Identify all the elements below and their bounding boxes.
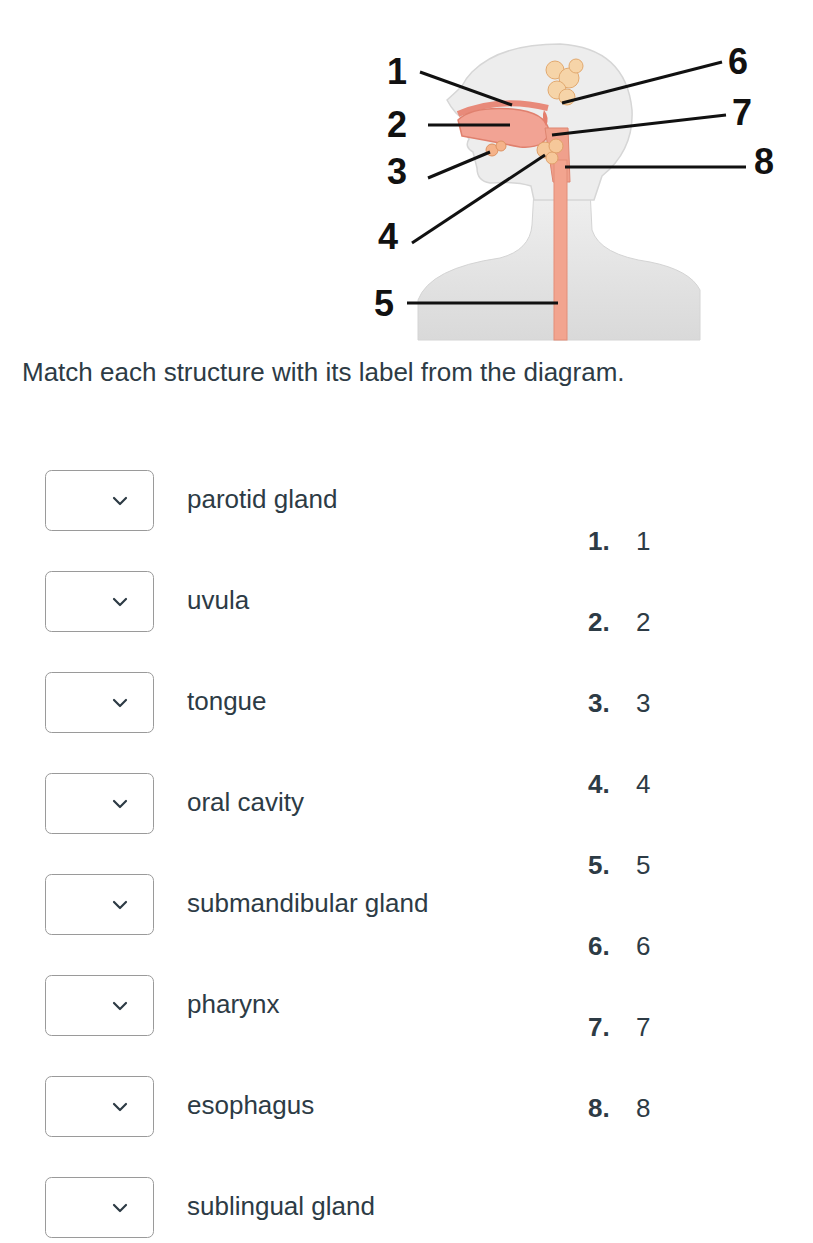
leader-line — [428, 152, 490, 178]
option-label: 5 — [636, 850, 650, 881]
structure-name: oral cavity — [187, 787, 304, 818]
chevron-icon — [114, 902, 126, 908]
leader-line — [407, 302, 558, 305]
leader-line — [412, 155, 545, 243]
structure-name: sublingual gland — [187, 1191, 375, 1222]
option-marker: 8. — [588, 1093, 610, 1124]
dropdown-box — [46, 572, 154, 632]
dropdown-box — [46, 471, 154, 531]
callout-number: 5 — [374, 282, 394, 325]
chevron-icon — [114, 1104, 126, 1110]
callout-number: 6 — [728, 40, 748, 83]
leader-line — [428, 124, 510, 127]
chevron-icon — [114, 801, 126, 807]
head-silhouette — [447, 44, 632, 200]
option-label: 8 — [636, 1093, 650, 1124]
structure-name: tongue — [187, 686, 267, 717]
dropdown-box — [46, 1178, 154, 1238]
callout-number: 4 — [378, 215, 398, 258]
question-prompt: Match each structure with its label from… — [22, 357, 625, 388]
dropdown-box — [46, 774, 154, 834]
option-label: 7 — [636, 1012, 650, 1043]
option-label: 3 — [636, 688, 650, 719]
dropdown-box — [46, 1077, 154, 1137]
esophagus-shape — [554, 160, 567, 340]
chevron-icon — [114, 700, 126, 706]
submandibular-lobule — [549, 139, 563, 153]
structure-name: pharynx — [187, 989, 280, 1020]
leader-line — [552, 115, 726, 135]
chevron-icon — [114, 599, 126, 605]
uvula-shape — [543, 110, 548, 126]
option-marker: 1. — [588, 526, 610, 557]
submandibular-lobule — [546, 152, 558, 164]
callout-number: 2 — [387, 103, 407, 146]
callout-number: 7 — [732, 91, 752, 134]
structure-name: esophagus — [187, 1090, 314, 1121]
option-marker: 5. — [588, 850, 610, 881]
chevron-icon — [114, 1205, 126, 1211]
sublingual-lobule — [496, 141, 506, 151]
dropdown-box — [46, 673, 154, 733]
structure-name: submandibular gland — [187, 888, 428, 919]
leader-line — [565, 166, 746, 169]
chevron-icon — [114, 1003, 126, 1009]
option-marker: 3. — [588, 688, 610, 719]
leader-line — [420, 72, 512, 105]
structure-name: uvula — [187, 585, 249, 616]
dropdown-box — [46, 976, 154, 1036]
option-label: 1 — [636, 526, 650, 557]
option-marker: 2. — [588, 607, 610, 638]
callout-number: 3 — [387, 150, 407, 193]
option-marker: 7. — [588, 1012, 610, 1043]
leader-line — [562, 62, 722, 103]
dropdown-box — [46, 875, 154, 935]
callout-number: 8 — [754, 140, 774, 183]
structure-name: parotid gland — [187, 484, 337, 515]
option-marker: 4. — [588, 769, 610, 800]
chevron-icon — [114, 498, 126, 504]
option-label: 6 — [636, 931, 650, 962]
parotid-lobule — [569, 59, 583, 73]
option-marker: 6. — [588, 931, 610, 962]
option-label: 2 — [636, 607, 650, 638]
option-label: 4 — [636, 769, 650, 800]
callout-number: 1 — [387, 50, 407, 93]
